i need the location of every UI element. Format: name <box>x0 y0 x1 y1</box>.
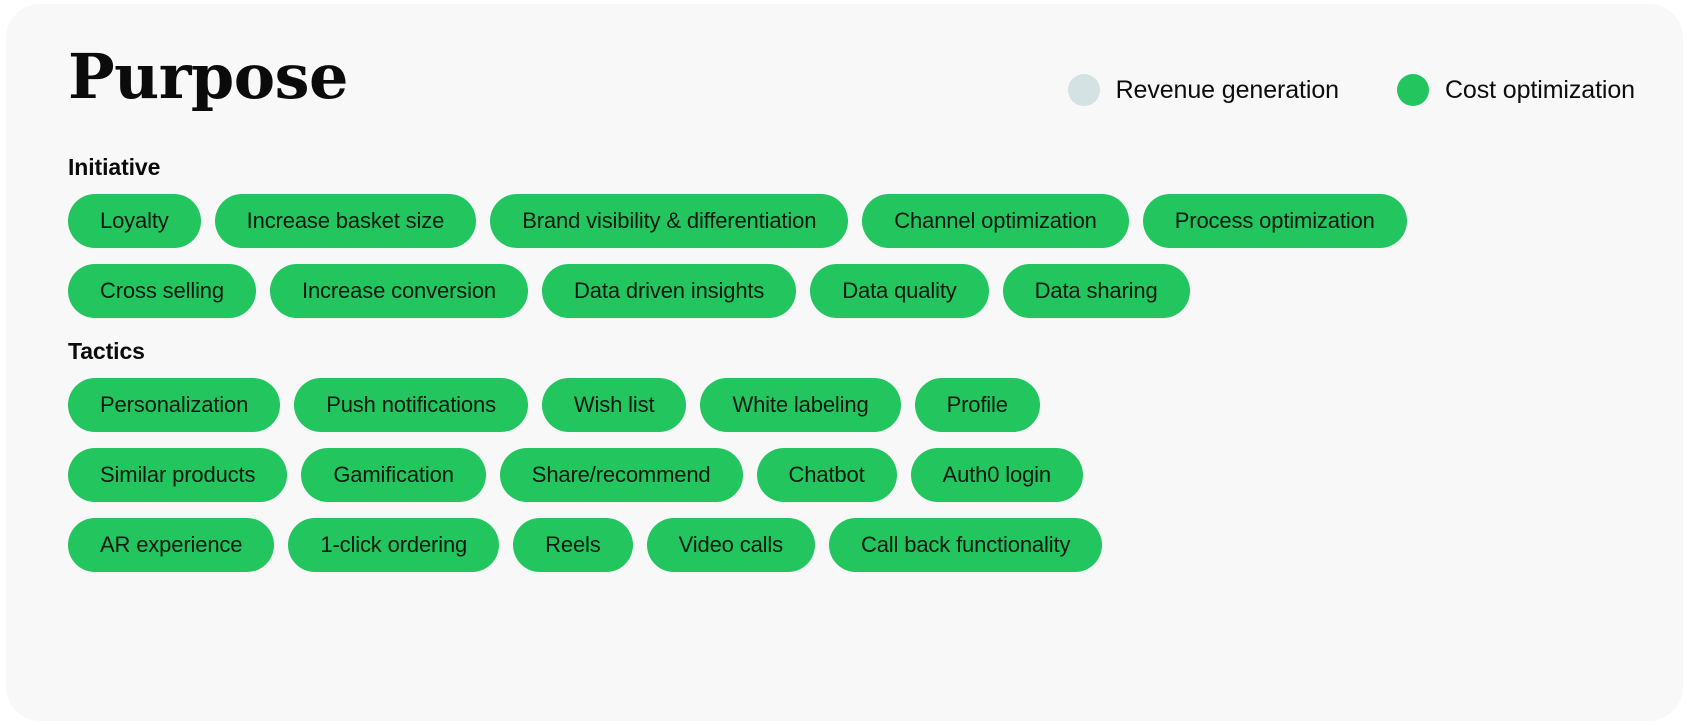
pill-data-quality[interactable]: Data quality <box>810 264 989 318</box>
legend-label-cost: Cost optimization <box>1444 75 1635 104</box>
legend-swatch-cost-icon <box>1396 74 1429 106</box>
pill-personalization[interactable]: Personalization <box>68 378 281 432</box>
legend: Revenue generation Cost optimization <box>1067 74 1635 106</box>
pill-increase-basket-size[interactable]: Increase basket size <box>214 194 477 248</box>
pill-push-notifications[interactable]: Push notifications <box>294 378 528 432</box>
legend-label-revenue: Revenue generation <box>1115 75 1339 104</box>
pill-auth0-login[interactable]: Auth0 login <box>910 448 1083 502</box>
pill-channel-optimization[interactable]: Channel optimization <box>862 194 1129 248</box>
pill-video-calls[interactable]: Video calls <box>646 518 815 572</box>
pill-wish-list[interactable]: Wish list <box>541 378 687 432</box>
pill-loyalty[interactable]: Loyalty <box>68 194 201 248</box>
legend-swatch-revenue-icon <box>1067 74 1100 106</box>
page-title: Purpose <box>68 40 348 113</box>
section-title: Tactics <box>68 338 145 364</box>
pill-call-back-functionality[interactable]: Call back functionality <box>828 518 1103 572</box>
pill-share-recommend[interactable]: Share/recommend <box>499 448 743 502</box>
legend-item-cost-optimization[interactable]: Cost optimization <box>1396 74 1635 106</box>
pill-gamification[interactable]: Gamification <box>301 448 486 502</box>
pill-reels[interactable]: Reels <box>513 518 633 572</box>
pill-similar-products[interactable]: Similar products <box>68 448 288 502</box>
pill-data-sharing[interactable]: Data sharing <box>1002 264 1190 318</box>
legend-item-revenue-generation[interactable]: Revenue generation <box>1067 74 1339 106</box>
pill-data-driven-insights[interactable]: Data driven insights <box>542 264 797 318</box>
pill-chatbot[interactable]: Chatbot <box>756 448 897 502</box>
pill-ar-experience[interactable]: AR experience <box>68 518 275 572</box>
pill-1-click-ordering[interactable]: 1-click ordering <box>288 518 500 572</box>
card-header: Purpose Revenue generation Cost optimiza… <box>6 4 1683 154</box>
purpose-card: Purpose Revenue generation Cost optimiza… <box>6 4 1683 721</box>
pill-process-optimization[interactable]: Process optimization <box>1142 194 1407 248</box>
pill-profile[interactable]: Profile <box>914 378 1040 432</box>
section-title: Initiative <box>68 154 161 180</box>
pill-white-labeling[interactable]: White labeling <box>700 378 901 432</box>
pill-increase-conversion[interactable]: Increase conversion <box>269 264 529 318</box>
pill-cross-selling[interactable]: Cross selling <box>68 264 256 318</box>
pill-brand-visibility-differentiation[interactable]: Brand visibility & differentiation <box>490 194 849 248</box>
